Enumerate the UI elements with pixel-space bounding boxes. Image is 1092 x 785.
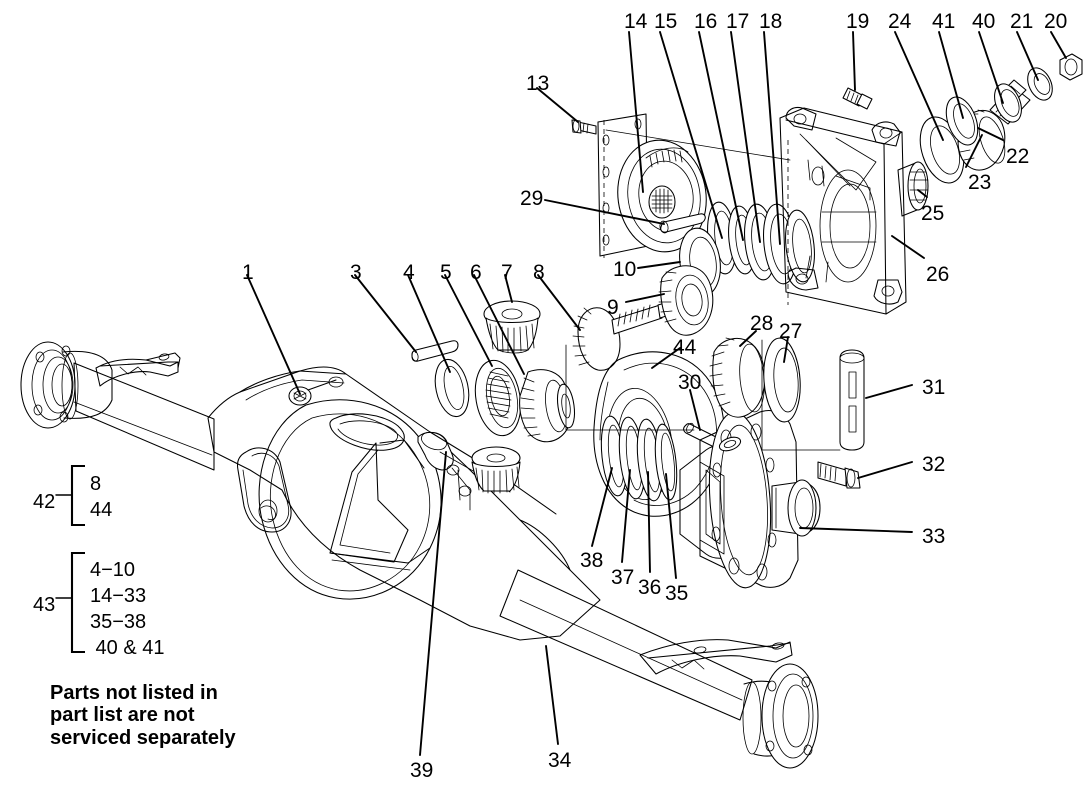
part-32-bolt [817,461,861,489]
part-33-differential-case [679,409,821,589]
part-7-pinion-gear-top [483,300,541,354]
service-note: Parts not listed in part list are not se… [50,682,236,749]
bracket-27-31 [761,339,841,451]
callout-9: 9 [607,296,619,319]
callout-38: 38 [580,549,604,572]
callout-1: 1 [242,261,254,284]
callout-5: 5 [440,261,452,284]
bracket-43 [70,551,85,654]
part-31-dowel [839,349,865,451]
bracket-42 [70,464,85,527]
callout-40: 40 [972,10,996,33]
callout-18: 18 [759,10,783,33]
right-pinion-stack [919,53,1083,184]
callout-29: 29 [520,187,544,210]
callout-37: 37 [611,566,635,589]
group-43-item: 14−33 [90,585,147,607]
leader-lines [246,31,1067,756]
callout-21: 21 [1010,10,1034,33]
callout-7: 7 [501,261,513,284]
part-26-gearcase-housing [779,87,929,315]
callout-23: 23 [968,171,992,194]
callout-28: 28 [750,312,774,335]
left-axle-tube [20,341,215,471]
callout-14: 14 [624,10,648,33]
parts-35-38-shim-rings [600,415,678,502]
callout-32: 32 [922,453,946,476]
bevel-gear-lower [471,446,521,494]
callout-8: 8 [533,261,545,284]
callout-16: 16 [694,10,718,33]
callout-36: 36 [638,576,662,599]
callout-22: 22 [1006,145,1030,168]
callout-10: 10 [613,258,637,281]
callout-15: 15 [654,10,678,33]
callout-19: 19 [846,10,870,33]
parts-15-18-bearing-stack [707,201,815,285]
alignment-line [605,129,791,161]
callout-24: 24 [888,10,912,33]
callout-35: 35 [665,582,689,605]
group-43-item: 4−10 [90,559,136,581]
group-42-item: 8 [90,473,102,495]
callout-44: 44 [673,336,697,359]
callout-34: 34 [548,749,572,772]
callout-33: 33 [922,525,946,548]
callout-31: 31 [922,376,946,399]
callout-4: 4 [403,261,415,284]
callout-20: 20 [1044,10,1068,33]
callout-39: 39 [410,759,434,782]
callout-30: 30 [678,371,702,394]
part-14-backing-plate [597,113,707,257]
callout-3: 3 [350,261,362,284]
callout-6: 6 [470,261,482,284]
part-4-thrust-washer [434,358,470,418]
callout-41: 41 [932,10,956,33]
callout-26: 26 [926,263,950,286]
bracket-left-center [565,344,695,431]
group-43-item: 40 & 41 [90,637,165,659]
callout-27: 27 [779,320,803,343]
part-9-yoke [658,265,714,336]
group-43-item: 35−38 [90,611,147,633]
callout-17: 17 [726,10,750,33]
right-axle-tube [499,569,819,769]
parts-27-28-bearing [709,337,801,423]
group-brackets [55,464,85,654]
part-13-bolt [571,119,597,135]
part-6-bevel-gear [519,369,576,443]
part-5-side-gear [474,359,522,437]
callout-13: 13 [526,72,550,95]
group-label-42: 42 [33,491,56,513]
callout-25: 25 [921,202,945,225]
part-3-pin [411,340,459,362]
axle-housing-center [207,366,601,641]
group-label-43: 43 [33,594,56,616]
group-42-item: 44 [90,499,113,521]
